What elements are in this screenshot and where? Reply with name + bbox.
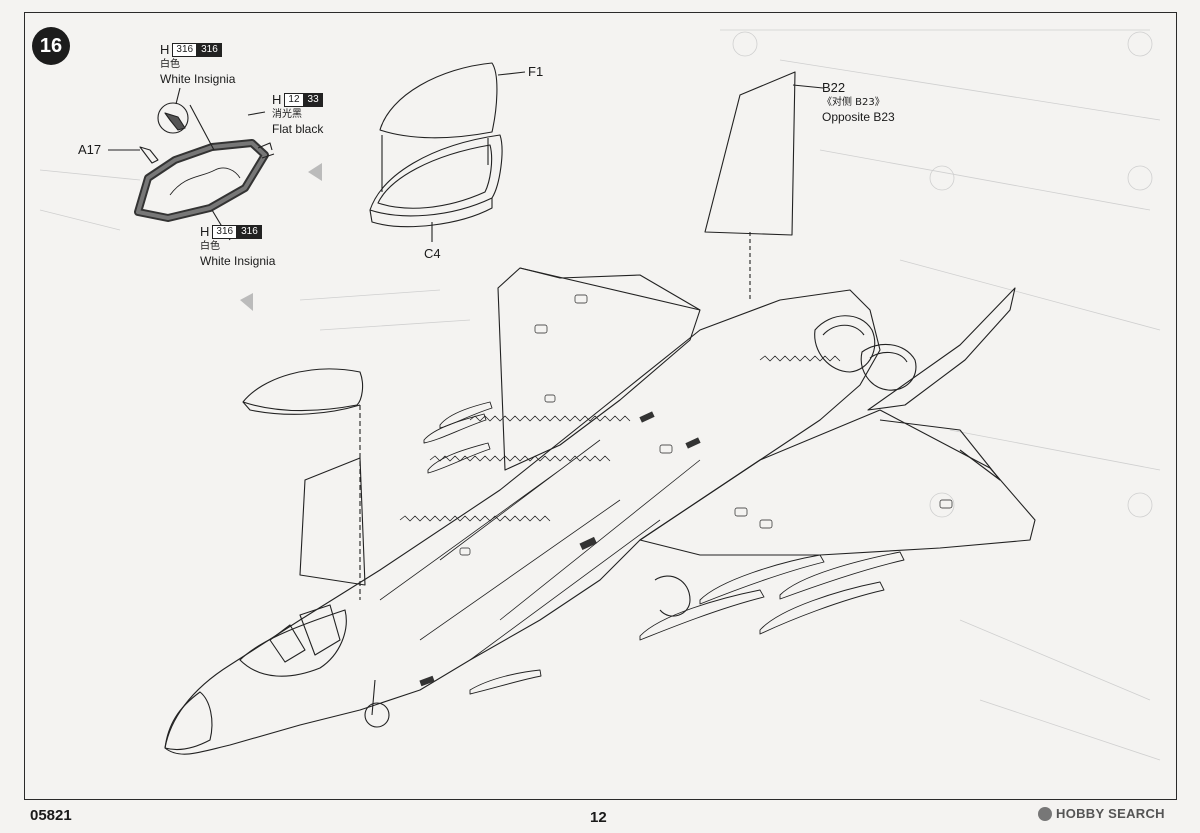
step-number-badge: 16: [32, 27, 70, 65]
paint-code-h: 12: [284, 92, 304, 107]
paint-code-alt: 33: [303, 92, 323, 107]
watermark-logo-icon: [1038, 806, 1052, 821]
aircraft-body: [164, 267, 1036, 755]
part-label-a17: A17: [78, 142, 102, 157]
vertical-tail-part: [704, 71, 824, 300]
paint-code-alt: 316: [237, 224, 262, 239]
part-opposite-en: Opposite B23: [822, 110, 895, 124]
paint-code-alt: 316: [197, 42, 222, 57]
canopy-part: [369, 62, 526, 242]
watermark-text: HOBBY SEARCH: [1056, 806, 1165, 821]
paint-letter: H: [272, 92, 282, 107]
page-number: 12: [590, 809, 607, 826]
part-label-f1: F1: [528, 64, 544, 79]
part-label-b22: B22: [822, 80, 846, 95]
direction-arrows: [240, 163, 322, 311]
paint-name-en: White Insignia: [200, 254, 276, 268]
paint-name-zh: 白色: [200, 241, 220, 252]
watermark: HOBBY SEARCH: [1038, 806, 1165, 821]
paint-name-en: White Insignia: [160, 72, 236, 86]
paint-name-zh: 白色: [160, 59, 180, 70]
paint-letter: H: [160, 42, 170, 57]
paint-letter: H: [200, 224, 210, 239]
paint-code-h: 316: [212, 224, 238, 239]
canopy-frame-part: [108, 87, 275, 241]
paint-name-zh: 消光黑: [272, 109, 302, 120]
paint-code-h: 316: [172, 42, 198, 57]
paint-name-en: Flat black: [272, 122, 324, 136]
part-callout-b22: B22 《对侧 B23》 Opposite B23: [822, 80, 895, 125]
ghost-print-through: [39, 29, 1161, 761]
page-frame: [24, 12, 1177, 800]
part-label-c4: C4: [424, 246, 441, 261]
part-opposite-zh: 《对侧 B23》: [822, 97, 885, 108]
kit-code: 05821: [30, 807, 72, 824]
